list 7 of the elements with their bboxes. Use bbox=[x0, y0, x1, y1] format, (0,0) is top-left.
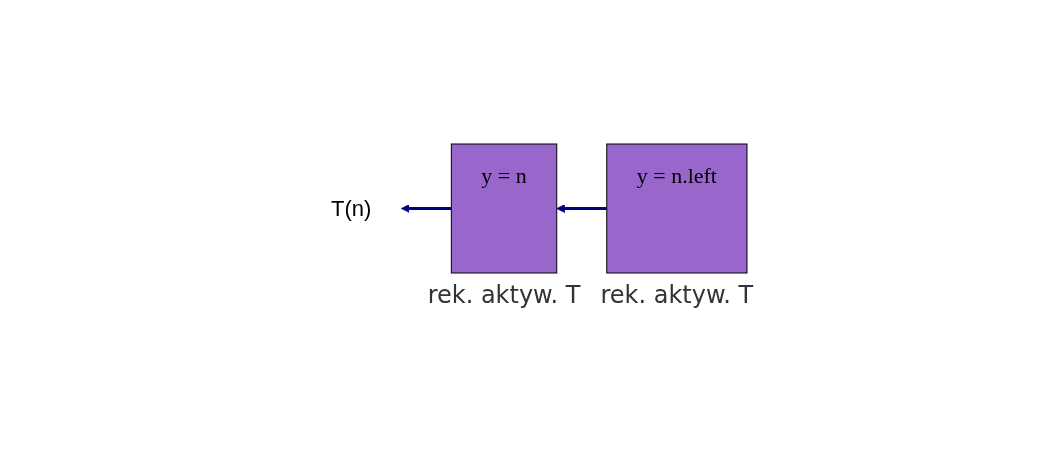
arrow bbox=[555, 204, 607, 213]
node-caption: rek. aktyw. T bbox=[599, 281, 753, 309]
node-text: T(n) bbox=[330, 196, 371, 221]
arrow bbox=[400, 204, 451, 213]
node-box: y = n bbox=[450, 143, 557, 274]
node-caption: rek. aktyw. T bbox=[427, 281, 580, 309]
node-box: y = n.left bbox=[605, 143, 747, 274]
